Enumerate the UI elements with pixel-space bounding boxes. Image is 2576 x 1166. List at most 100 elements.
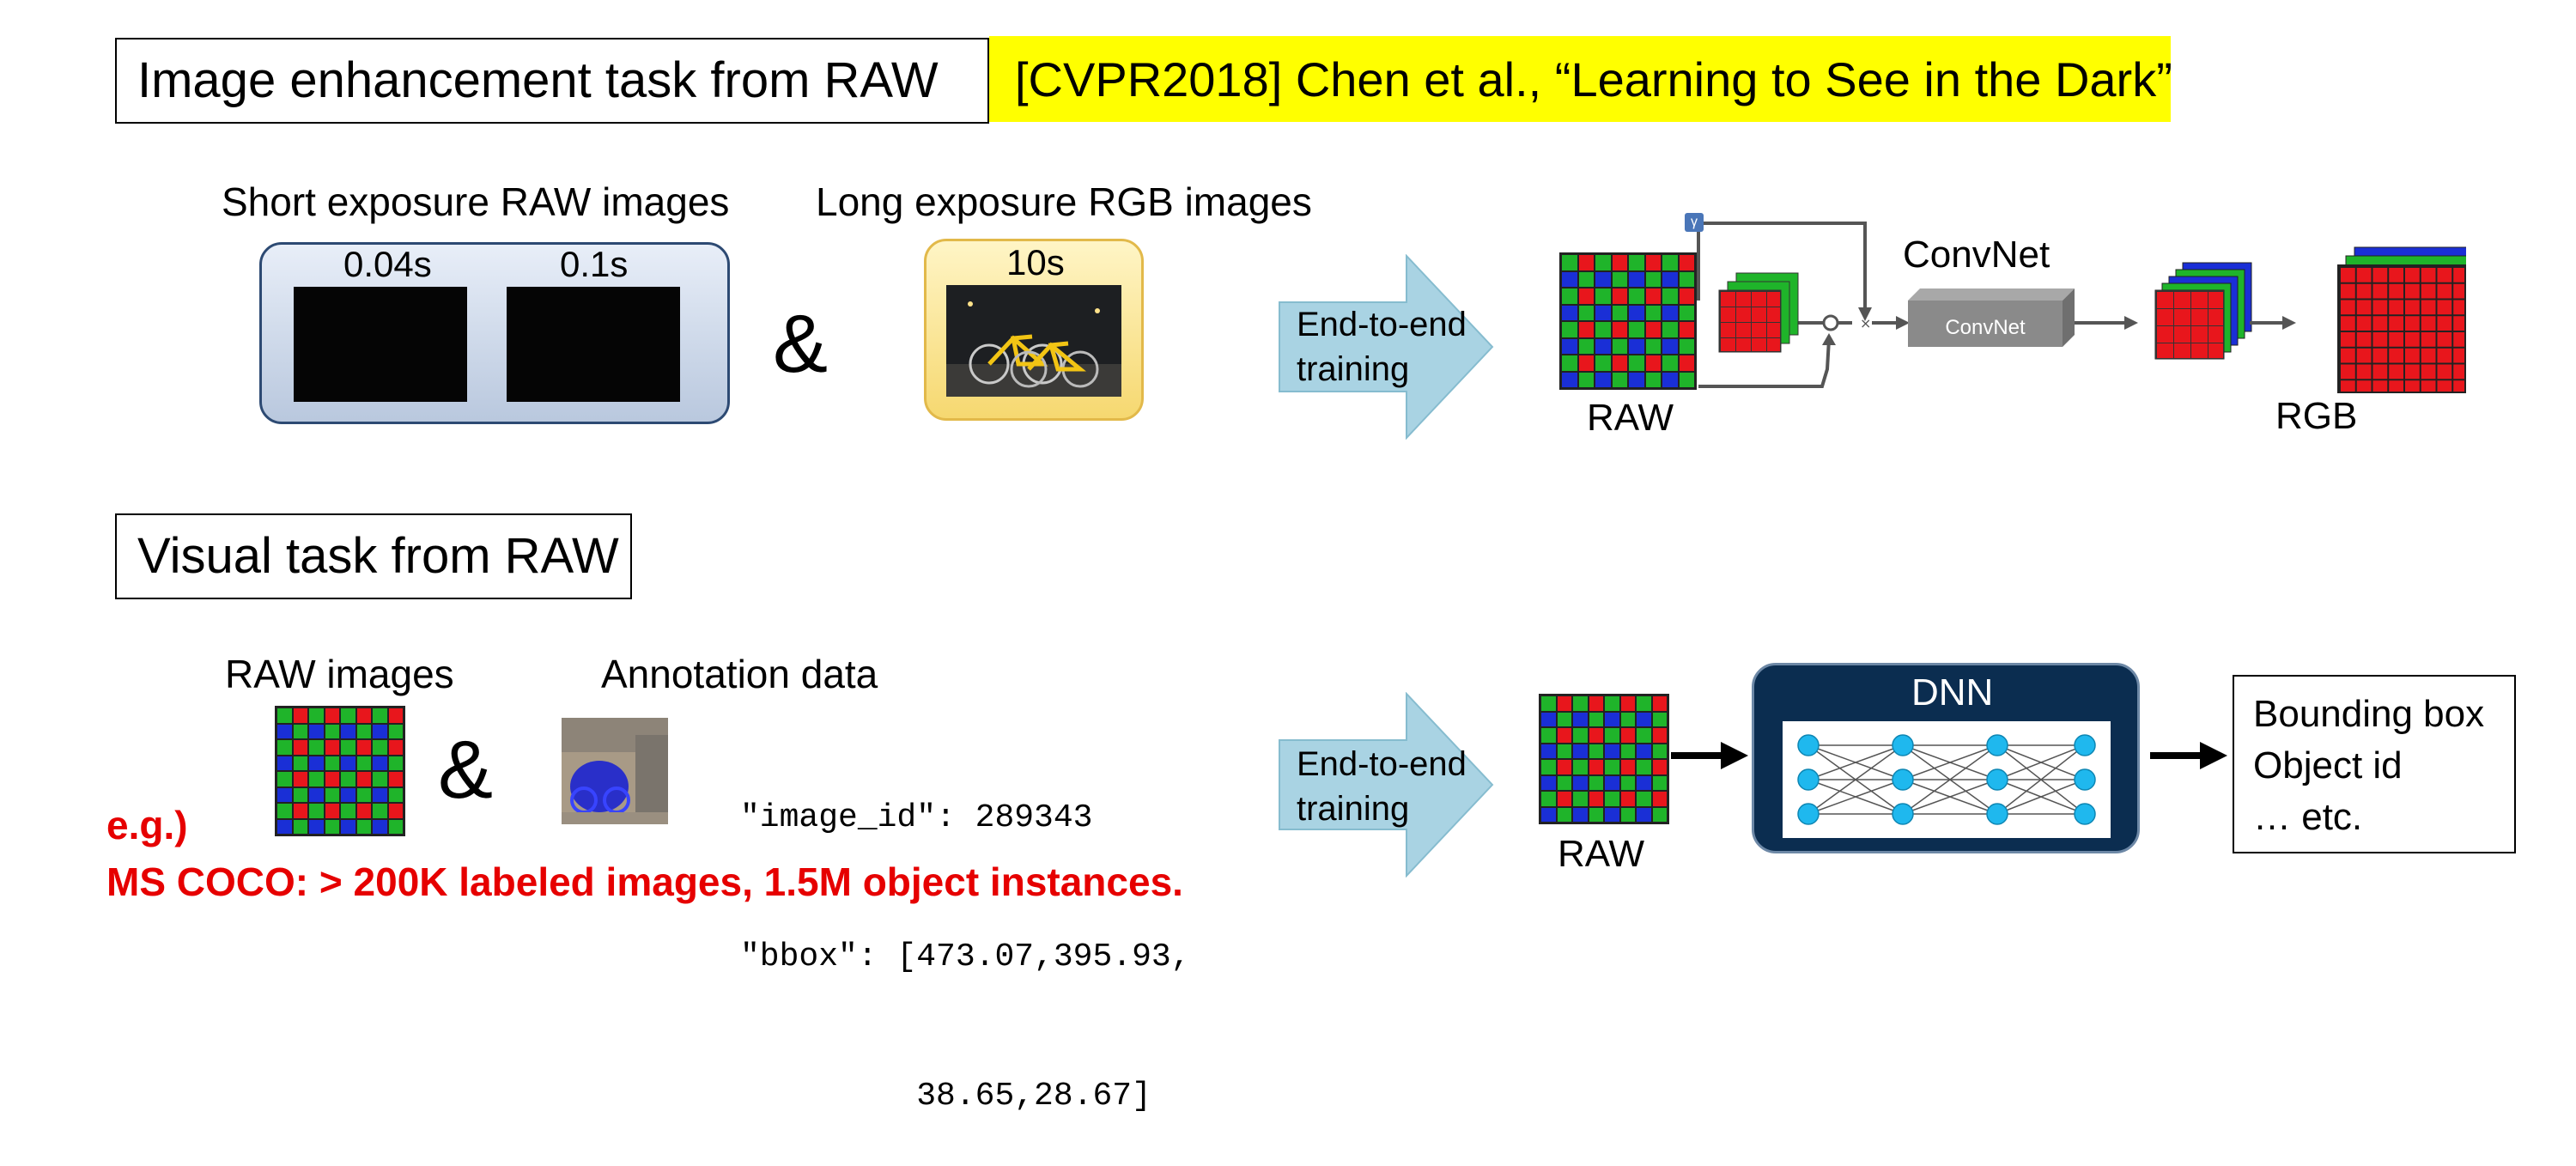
bayer-cell (1662, 270, 1679, 288)
bayer-cell (372, 786, 388, 803)
bayer-cell (1678, 371, 1695, 388)
reference-highlight: [CVPR2018] Chen et al., “Learning to See… (989, 36, 2172, 122)
bayer-cell (340, 803, 356, 819)
bayer-cell (1611, 304, 1628, 321)
example-text: MS COCO: > 200K labeled images, 1.5M obj… (106, 859, 1183, 904)
bayer-cell (1619, 759, 1636, 775)
bayer-cell (340, 818, 356, 835)
bayer-cell (1644, 337, 1662, 355)
bayer-cell (1662, 355, 1679, 372)
bayer-cell (1556, 711, 1572, 727)
bayer-cell (1619, 695, 1636, 712)
packed-red-grid (1719, 290, 1781, 352)
bayer-cell (387, 723, 404, 739)
bayer-raw-input-top (1559, 252, 1697, 390)
bayer-cell (1644, 371, 1662, 388)
bayer-cell (1588, 791, 1604, 807)
bayer-cell (292, 803, 308, 819)
bayer-cell (387, 803, 404, 819)
raw-label-top: RAW (1587, 397, 1674, 439)
bayer-cell (340, 771, 356, 787)
bayer-cell (276, 771, 293, 787)
raw-image-0-1s (507, 287, 680, 402)
bayer-cell (340, 723, 356, 739)
bayer-cell (1644, 355, 1662, 372)
rgb-label-top: RGB (2275, 395, 2358, 437)
bayer-cell (324, 707, 340, 724)
bayer-cell (1611, 270, 1628, 288)
bayer-cell (1595, 254, 1612, 271)
bayer-cell (308, 707, 325, 724)
bayer-cell (276, 723, 293, 739)
bayer-cell (1561, 270, 1578, 288)
bayer-cell (1556, 743, 1572, 759)
bayer-cell (1628, 355, 1645, 372)
annotation-line-image-id: "image_id": 289343 (740, 799, 1093, 836)
bayer-cell (1651, 774, 1668, 791)
bayer-cell (1628, 321, 1645, 338)
ampersand-bottom: & (438, 724, 494, 816)
bayer-cell (1588, 806, 1604, 823)
output-etc: … etc. (2253, 796, 2363, 838)
svg-text:×: × (1860, 315, 1871, 331)
bayer-cell (1572, 791, 1589, 807)
bayer-cell (372, 818, 388, 835)
bayer-cell (1595, 288, 1612, 305)
bayer-cell (1540, 791, 1557, 807)
bayer-cell (1588, 711, 1604, 727)
bayer-cell (324, 771, 340, 787)
bayer-cell (276, 786, 293, 803)
bayer-cell (1595, 270, 1612, 288)
bayer-cell (1678, 254, 1695, 271)
end-to-end-label-bottom: End-to-end training (1297, 745, 1467, 828)
bayer-cell (1595, 321, 1612, 338)
bayer-cell (276, 818, 293, 835)
bayer-cell (1588, 695, 1604, 712)
bayer-cell (1611, 355, 1628, 372)
bayer-cell (1556, 791, 1572, 807)
raw-label-bottom: RAW (1558, 833, 1645, 875)
bayer-cell (355, 786, 372, 803)
arrow-raw-to-dnn (1671, 742, 1748, 769)
bayer-raw-input-bottom (1539, 694, 1669, 824)
output-bounding-box: Bounding box (2253, 693, 2485, 735)
bayer-cell (387, 786, 404, 803)
bayer-cell (292, 818, 308, 835)
bayer-cell (324, 755, 340, 771)
bayer-cell (1577, 321, 1595, 338)
top-section-title: Image enhancement task from RAW (115, 38, 989, 124)
bayer-cell (1540, 759, 1557, 775)
bayer-cell (1651, 759, 1668, 775)
raw-images-label: RAW images (225, 652, 454, 696)
bayer-cell (1636, 743, 1652, 759)
bayer-cell (1619, 711, 1636, 727)
bayer-cell (340, 786, 356, 803)
bayer-cell (372, 755, 388, 771)
bayer-cell (1636, 759, 1652, 775)
long-exposure-label: Long exposure RGB images (816, 179, 1312, 224)
bayer-cell (324, 803, 340, 819)
bayer-cell (1644, 321, 1662, 338)
bayer-cell (292, 739, 308, 756)
bayer-cell (355, 707, 372, 724)
bayer-cell (1577, 304, 1595, 321)
bayer-cell (387, 771, 404, 787)
end-to-end-arrow-bottom (1279, 692, 1494, 878)
bayer-cell (1572, 774, 1589, 791)
bayer-cell (1572, 711, 1589, 727)
example-title: e.g.) (106, 803, 188, 847)
bayer-cell (1619, 727, 1636, 744)
bayer-cell (324, 723, 340, 739)
bayer-cell (1561, 355, 1578, 372)
bayer-cell (1644, 304, 1662, 321)
bayer-cell (1662, 288, 1679, 305)
bayer-cell (1678, 337, 1695, 355)
bayer-cell (387, 707, 404, 724)
bayer-cell (1577, 371, 1595, 388)
bayer-cell (340, 707, 356, 724)
bayer-cell (276, 755, 293, 771)
end-to-end-arrow-top (1279, 254, 1494, 440)
bayer-cell (387, 739, 404, 756)
bayer-cell (1636, 695, 1652, 712)
annotation-json: "image_id": 289343 "bbox": [473.07,395.9… (740, 702, 1191, 1166)
